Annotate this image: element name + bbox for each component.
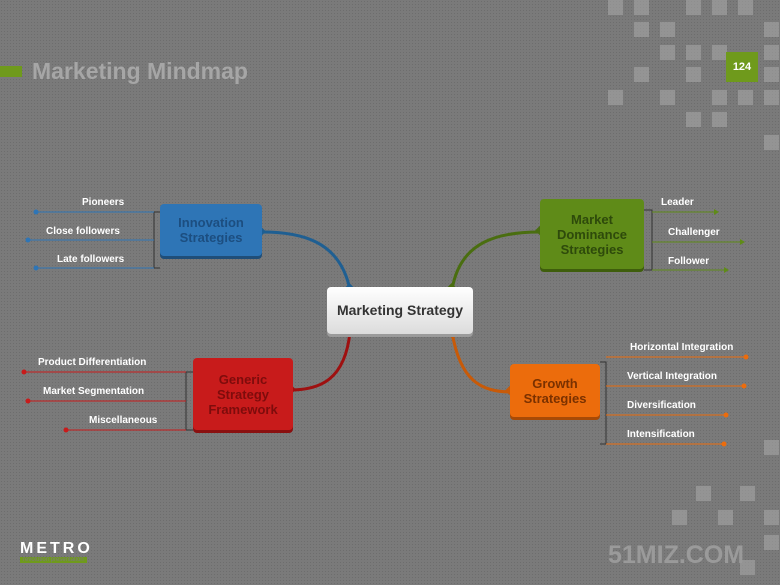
leaf-miscellaneous: Miscellaneous (89, 415, 158, 426)
central-node: Marketing Strategy (327, 287, 473, 334)
branch-innovation-strategies: Innovation Strategies (160, 204, 262, 256)
watermark: 51MIZ.COM (608, 541, 745, 569)
leaf-vertical-integration: Vertical Integration (627, 371, 718, 382)
leaf-product-differentiation: Product Differentiation (38, 357, 147, 368)
branch-generic-strategy-framework: Generic Strategy Framework (193, 358, 293, 430)
page-number-badge: 124 (726, 52, 758, 82)
branch-market-dominance-strategies: Market Dominance Strategies (540, 199, 644, 269)
branch-growth-strategies: Growth Strategies (510, 364, 600, 417)
page-title: Marketing Mindmap (32, 58, 248, 84)
connector-innovation (261, 230, 352, 291)
connector-generic (289, 331, 352, 392)
leaf-market-segmentation: Market Segmentation (43, 386, 145, 397)
leaf-follower: Follower (668, 256, 710, 267)
logo-tagline: revolution presentation (20, 557, 87, 563)
leaf-diversification: Diversification (627, 400, 696, 411)
leaf-horizontal-integration: Horizontal Integration (630, 342, 734, 353)
leaf-intensification: Intensification (627, 429, 695, 440)
leaf-late-followers: Late followers (57, 254, 125, 265)
metro-logo: METRO (20, 540, 93, 557)
leaf-leader: Leader (661, 197, 694, 208)
leaf-pioneers: Pioneers (82, 197, 125, 208)
leaf-close-followers: Close followers (46, 226, 120, 237)
connector-dominance (450, 230, 541, 291)
title-accent-bar (0, 66, 22, 77)
leaf-challenger: Challenger (668, 227, 720, 238)
connector-growth (450, 331, 513, 394)
